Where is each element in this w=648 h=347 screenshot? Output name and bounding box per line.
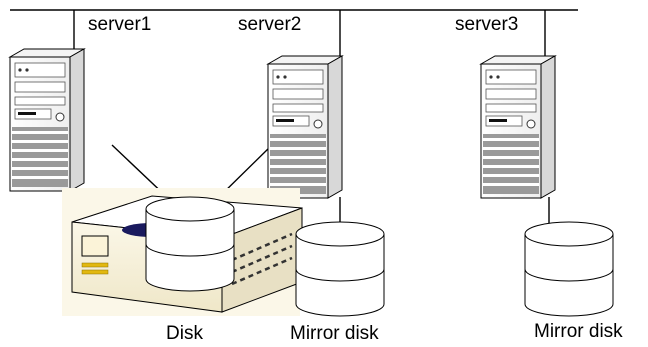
mirror-disk-1 <box>295 221 385 317</box>
shared-disk-unit <box>62 188 303 316</box>
server1-label: server1 <box>88 14 152 35</box>
server2-tower <box>267 55 343 199</box>
mirror-disk-2-label: Mirror disk <box>534 321 623 342</box>
shared-disk-label: Disk <box>166 323 203 344</box>
server1-tower <box>9 48 85 192</box>
mirror-disk-1-label: Mirror disk <box>290 323 379 344</box>
server3-label: server3 <box>455 14 519 35</box>
server2-label: server2 <box>238 14 302 35</box>
server3-tower <box>480 55 556 199</box>
mirror-disk-2 <box>524 221 614 317</box>
